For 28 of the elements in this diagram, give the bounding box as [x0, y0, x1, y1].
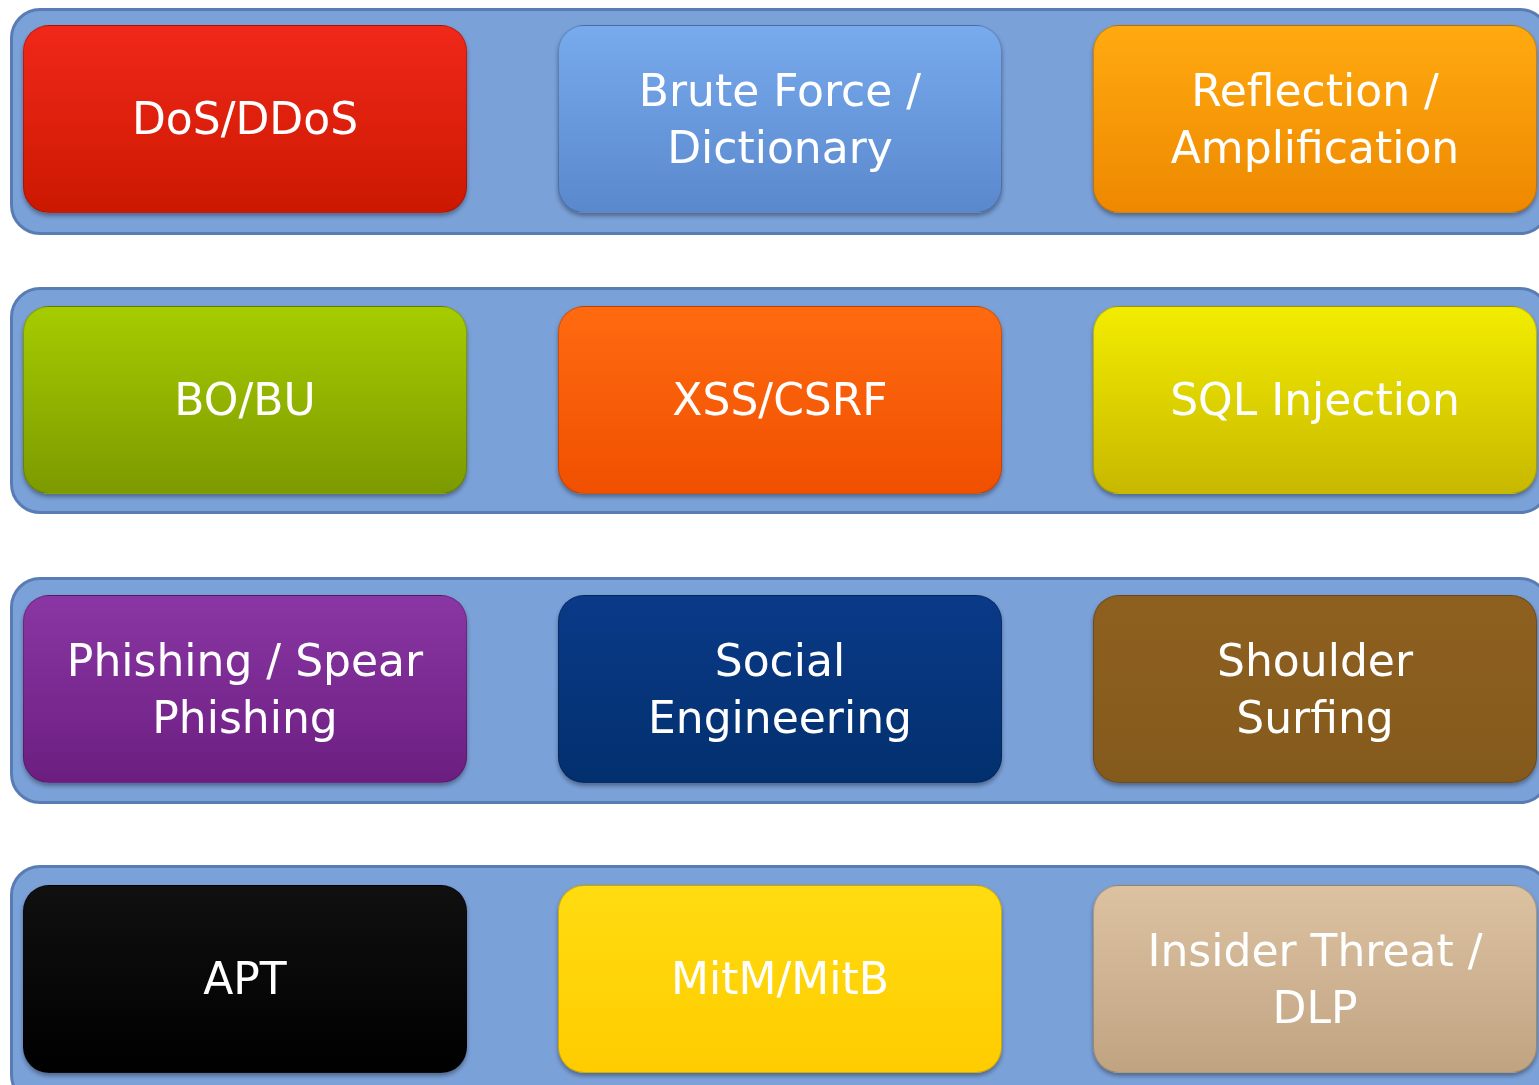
category-box [558, 25, 1002, 213]
box-label: APT [203, 952, 287, 1007]
group-band [10, 287, 1539, 514]
box-label: Brute Force / Dictionary [637, 63, 923, 175]
box-label: MitM/MitB [671, 952, 889, 1007]
box-label: Shoulder Surfing [1216, 633, 1414, 745]
box-label: BO/BU [174, 373, 316, 428]
box-label: SQL Injection [1170, 373, 1460, 428]
box-label: Reflection / Amplification [1169, 63, 1461, 175]
category-box [558, 306, 1002, 494]
group-band [10, 865, 1539, 1085]
category-box [558, 885, 1002, 1073]
group-band [10, 577, 1539, 804]
category-box [23, 25, 467, 213]
category-box [1093, 595, 1537, 783]
box-label: Social Engineering [647, 633, 913, 745]
category-box [23, 595, 467, 783]
category-box [1093, 306, 1537, 494]
category-box [1093, 885, 1537, 1073]
box-label: XSS/CSRF [672, 373, 888, 428]
category-box [23, 885, 467, 1073]
box-label: Insider Threat / DLP [1146, 923, 1484, 1035]
box-label: DoS/DDoS [131, 92, 359, 147]
category-box [558, 595, 1002, 783]
category-box [1093, 25, 1537, 213]
box-label: Phishing / Spear Phishing [65, 633, 425, 745]
category-box [23, 306, 467, 494]
group-band [10, 8, 1539, 235]
